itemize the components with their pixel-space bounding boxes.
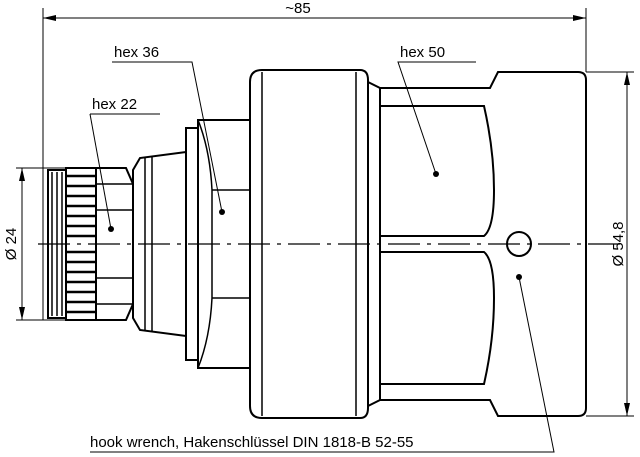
diameter-54-8-label: Ø 54,8 — [610, 221, 627, 266]
diameter-24-dimension: Ø 24 — [3, 167, 66, 321]
knurl-pattern — [66, 174, 96, 314]
hook-wrench-hole — [506, 231, 532, 257]
hex-50-callout: hex 50 — [397, 44, 476, 175]
hex-36-callout: hex 36 — [112, 44, 223, 213]
hex-22-callout: hex 22 — [89, 96, 160, 230]
hex-36-label: hex 36 — [114, 44, 159, 61]
diameter-24-label: Ø 24 — [3, 228, 20, 261]
hook-wrench-callout: hook wrench, Hakenschlüssel DIN 1818-B 5… — [90, 276, 555, 453]
overall-length-dimension: ~85 — [42, 0, 587, 320]
hex-22-label: hex 22 — [92, 96, 137, 113]
hex-50-label: hex 50 — [400, 44, 445, 61]
hook-wrench-label: hook wrench, Hakenschlüssel DIN 1818-B 5… — [90, 434, 414, 451]
overall-length-label: ~85 — [285, 0, 310, 17]
diameter-54-8-dimension: Ø 54,8 — [586, 71, 634, 417]
coupling-nut-knurled — [47, 167, 97, 321]
